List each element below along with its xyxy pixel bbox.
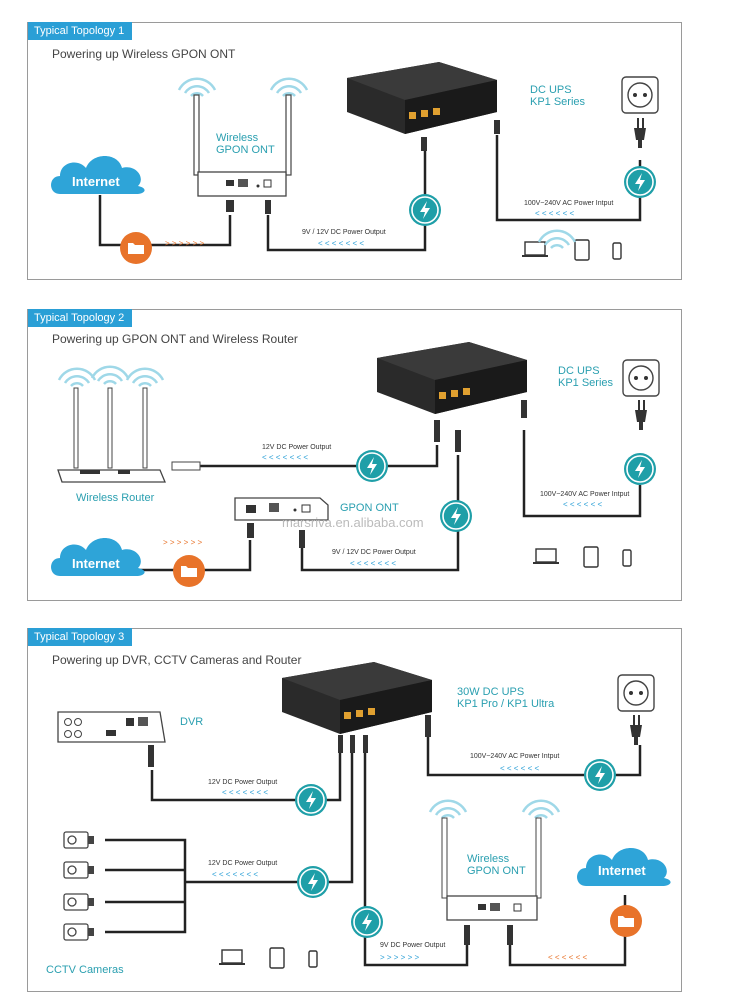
topology-2-subtitle: Powering up GPON ONT and Wireless Router	[52, 332, 298, 346]
chevrons: > > > > > >	[165, 239, 204, 248]
power-bolt-icon	[350, 905, 384, 939]
topology-3-graphics: < < < < < < < < < < < < < < > > > > > > …	[57, 662, 671, 969]
cctv-camera-icon	[63, 831, 95, 849]
svg-text:< < < < < < <: < < < < < < <	[350, 559, 396, 568]
dvr-icon	[57, 711, 166, 767]
topology-2-panel: Typical Topology 2 Powering up GPON ONT …	[27, 309, 682, 601]
wireless-gpon-ont-label: Wireless GPON ONT	[467, 853, 526, 877]
tablet-icon	[269, 947, 285, 969]
topology-1-tag: Typical Topology 1	[28, 22, 133, 40]
wireless-gpon-ont-label: Wireless GPON ONT	[216, 132, 275, 156]
topology-3-tag: Typical Topology 3	[28, 628, 133, 646]
router-icon	[177, 77, 309, 214]
dc-output-ont-label: 9V DC Power Output	[380, 942, 446, 949]
svg-text:< < < < < <: < < < < < <	[500, 764, 539, 773]
gpon-ont-label: GPON ONT	[340, 502, 399, 514]
topology-3-subtitle: Powering up DVR, CCTV Cameras and Router	[52, 653, 302, 667]
cctv-cameras-label: CCTV Cameras	[46, 964, 124, 976]
ac-input-label: 100V~240V AC Power Intput	[540, 491, 630, 498]
svg-text:< < < < < < <: < < < < < < <	[318, 239, 364, 248]
power-bolt-icon	[296, 865, 330, 899]
svg-text:< < < < < <: < < < < < <	[535, 209, 574, 218]
internet-label: Internet	[598, 863, 646, 878]
topology-2-graphics: > > > > > > < < < < < < < < < < < < < < …	[51, 342, 660, 587]
svg-text:< < < < < < <: < < < < < < <	[212, 870, 258, 879]
power-bolt-icon	[623, 452, 657, 486]
internet-label: Internet	[72, 174, 120, 189]
power-outlet-icon	[621, 76, 659, 114]
tablet-icon	[583, 546, 599, 568]
svg-text:< < < < < < <: < < < < < < <	[222, 788, 268, 797]
ups-device-icon	[377, 342, 527, 414]
power-outlet-icon	[622, 359, 660, 397]
dc-output-router-label: 12V DC Power Output	[262, 444, 332, 451]
topology-2-tag: Typical Topology 2	[28, 309, 133, 327]
folder-icon	[610, 905, 642, 937]
power-outlet-icon	[617, 674, 655, 712]
svg-text:> > > > > >: > > > > > >	[380, 953, 419, 962]
power-bolt-icon	[294, 783, 328, 817]
tablet-icon	[574, 239, 590, 261]
cctv-camera-icon	[63, 923, 95, 941]
dc-output-dvr-label: 12V DC Power Output	[208, 779, 278, 786]
wireless-router-icon	[57, 365, 201, 483]
power-plug-icon	[630, 715, 642, 745]
ac-input-label: 100V~240V AC Power Intput	[470, 753, 560, 760]
power-bolt-icon	[408, 193, 442, 227]
phone-icon	[622, 549, 632, 567]
ac-input-label: 100V~240V AC Power Intput	[524, 200, 614, 207]
power-bolt-icon	[623, 165, 657, 199]
svg-text:< < < < < < <: < < < < < < <	[262, 453, 308, 462]
dc-ups-label: DC UPS KP1 Series	[558, 365, 614, 389]
dc-ups-label: 30W DC UPS KP1 Pro / KP1 Ultra	[457, 686, 555, 710]
laptop-icon	[532, 548, 560, 565]
watermark: marsriva.en.alibaba.com	[282, 515, 424, 530]
folder-icon	[120, 232, 152, 264]
cctv-camera-icon	[63, 861, 95, 879]
cctv-camera-icon	[63, 893, 95, 911]
ups-device-icon	[347, 62, 497, 134]
dc-ups-label: DC UPS KP1 Series	[530, 84, 586, 108]
power-plug-icon	[634, 118, 646, 148]
wireless-router-label: Wireless Router	[76, 492, 155, 504]
topology-1-subtitle: Powering up Wireless GPON ONT	[52, 47, 236, 61]
internet-label: Internet	[72, 556, 120, 571]
power-plug-icon	[635, 400, 647, 430]
power-bolt-icon	[583, 758, 617, 792]
dvr-label: DVR	[180, 716, 204, 728]
router-icon	[428, 799, 561, 945]
phone-icon	[308, 950, 318, 968]
dc-output-cctv-label: 12V DC Power Output	[208, 860, 278, 867]
ups-device-icon	[282, 662, 432, 734]
laptop-icon	[218, 949, 246, 966]
topology-1-graphics: > > > > > > < < < < < < < < < < < < <	[51, 62, 659, 264]
dc-output-ont-label: 9V / 12V DC Power Output	[332, 549, 416, 556]
folder-icon	[173, 555, 205, 587]
gpon-ont-icon	[234, 497, 329, 548]
svg-text:< < < < < <: < < < < < <	[548, 953, 587, 962]
svg-text:> > > > > >: > > > > > >	[163, 538, 202, 547]
svg-text:< < < < < <: < < < < < <	[563, 500, 602, 509]
dc-output-label: 9V / 12V DC Power Output	[302, 229, 386, 236]
power-bolt-icon	[439, 499, 473, 533]
power-bolt-icon	[355, 449, 389, 483]
phone-icon	[612, 242, 622, 260]
